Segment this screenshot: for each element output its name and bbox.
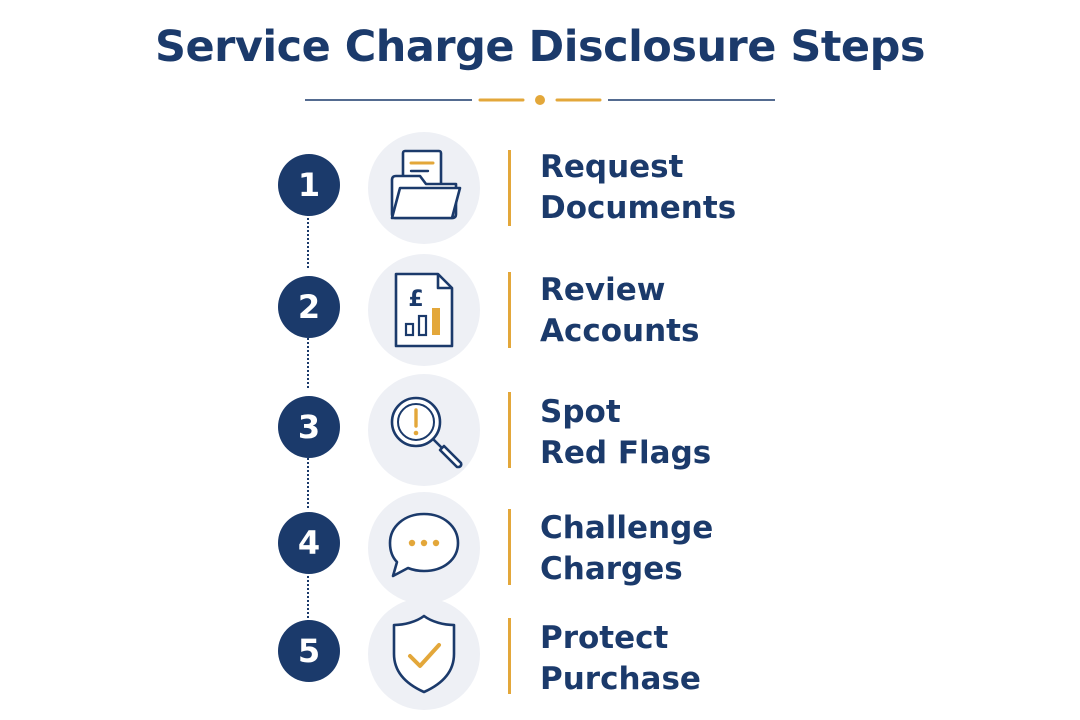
step-divider-bar [508,392,511,468]
step-label-line-2: Charges [540,551,683,587]
step-connector [307,338,309,388]
step-label: Spot Red Flags [540,392,940,474]
step-connector [307,576,309,622]
magnifier-alert-icon [368,374,480,486]
step-number-badge: 5 [278,620,340,682]
step-label: Request Documents [540,147,940,229]
step-number-badge: 4 [278,512,340,574]
step-divider-bar [508,509,511,585]
step-number-badge: 3 [278,396,340,458]
step-label-line-2: Red Flags [540,435,712,471]
pound-report-chart-icon: £ [368,254,480,366]
step-1: 1 Request Documents [0,132,1080,244]
step-2: 2 £ Review Accounts [0,254,1080,366]
step-label-line-1: Spot [540,394,621,430]
svg-text:£: £ [408,287,423,312]
step-divider-bar [508,150,511,226]
step-connector [307,214,309,268]
step-connector [307,458,309,508]
step-label-line-1: Challenge [540,510,714,546]
step-divider-bar [508,272,511,348]
step-label-line-2: Purchase [540,661,701,697]
step-label-line-1: Review [540,272,666,308]
step-number-badge: 1 [278,154,340,216]
step-label-line-2: Documents [540,190,737,226]
step-number-badge: 2 [278,276,340,338]
step-4: 4 Challenge Charges [0,492,1080,604]
shield-check-icon [368,598,480,710]
step-3: 3 Spot Red Flags [0,374,1080,486]
step-label-line-2: Accounts [540,313,700,349]
step-label-line-1: Request [540,149,684,185]
folder-document-icon [368,132,480,244]
title-divider [305,95,775,105]
step-label-line-1: Protect [540,620,669,656]
page-title: Service Charge Disclosure Steps [155,22,925,72]
step-label: Challenge Charges [540,508,940,590]
speech-bubble-icon [368,492,480,604]
step-label: Review Accounts [540,270,940,352]
step-divider-bar [508,618,511,694]
step-5: 5 Protect Purchase [0,598,1080,716]
step-label: Protect Purchase [540,618,940,700]
